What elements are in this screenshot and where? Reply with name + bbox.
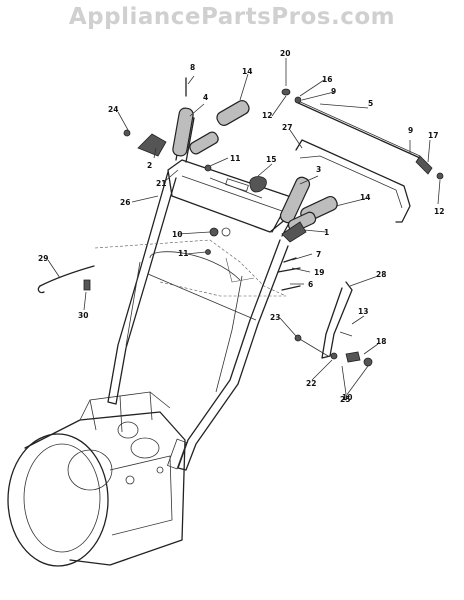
callout-21: 21: [156, 179, 166, 188]
callout-16: 16: [322, 75, 332, 84]
callout-10a: 10: [172, 230, 182, 239]
callout-22: 22: [306, 379, 316, 388]
callout-4: 4: [203, 93, 208, 102]
callout-12a: 12: [262, 111, 272, 120]
callout-13: 13: [358, 307, 368, 316]
callout-28: 28: [376, 270, 386, 279]
callout-18: 18: [376, 337, 386, 346]
callout-labels: 1 2 3 4 5 6 7 8 9 9 10 10 11 11 12 12 13…: [38, 49, 444, 404]
callout-25: 25: [340, 395, 350, 404]
callout-1: 1: [324, 228, 329, 237]
callout-27: 27: [282, 123, 292, 132]
callout-17: 17: [428, 131, 438, 140]
callout-9a: 9: [331, 87, 336, 96]
callout-9b: 9: [408, 126, 413, 135]
callout-29: 29: [38, 254, 48, 263]
pivot-brackets: [123, 129, 307, 243]
leader-lines: [47, 58, 441, 397]
upper-dash-panel: [167, 159, 301, 233]
left-handle: [172, 107, 195, 163]
callout-15: 15: [266, 155, 276, 164]
lower-linkage: [294, 281, 373, 367]
console-outline: [94, 239, 287, 297]
control-knob: [249, 176, 267, 193]
auger-housing: [7, 391, 186, 567]
callout-24: 24: [108, 105, 118, 114]
callout-6: 6: [308, 280, 313, 289]
callout-2: 2: [147, 161, 152, 170]
callout-14b: 14: [360, 193, 370, 202]
callout-30: 30: [78, 311, 88, 320]
callout-7: 7: [316, 250, 321, 259]
callout-26: 26: [120, 198, 130, 207]
callout-8: 8: [190, 63, 195, 72]
site-title: AppliancePartsPros.com: [68, 4, 396, 30]
callout-11b: 11: [178, 249, 188, 258]
shift-rod: [281, 88, 444, 223]
callout-19: 19: [314, 268, 324, 277]
callout-23: 23: [270, 313, 280, 322]
hardware: [37, 77, 301, 294]
callout-3: 3: [316, 165, 321, 174]
callout-11a: 11: [230, 154, 240, 163]
callout-20: 20: [280, 49, 290, 58]
right-handle: [271, 176, 311, 237]
callout-14a: 14: [242, 67, 252, 76]
callout-10b: 10: [342, 393, 352, 402]
handle-frame: [107, 171, 289, 471]
callout-12b: 12: [434, 207, 444, 216]
callout-5: 5: [368, 99, 373, 108]
